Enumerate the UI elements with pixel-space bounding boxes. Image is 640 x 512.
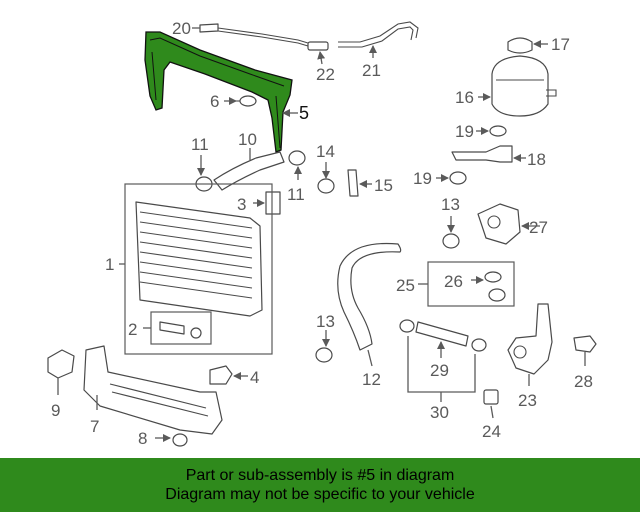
callout-3[interactable]: 3 xyxy=(237,195,246,214)
callout-21[interactable]: 21 xyxy=(362,61,381,80)
callout-19b[interactable]: 19 xyxy=(413,169,432,188)
part-19-clamp-upper xyxy=(489,125,507,137)
callout-13b[interactable]: 13 xyxy=(316,312,335,331)
part-30-bracket-lines xyxy=(407,336,476,402)
callout-11b[interactable]: 11 xyxy=(287,185,305,204)
callout-13a[interactable]: 13 xyxy=(441,195,460,214)
part-13-clamp-upper xyxy=(442,233,460,249)
callout-8[interactable]: 8 xyxy=(138,429,147,448)
callout-17[interactable]: 17 xyxy=(551,35,570,54)
callout-15[interactable]: 15 xyxy=(374,176,393,195)
part-8-clip xyxy=(172,433,188,447)
part-6-clip xyxy=(236,95,257,107)
part-27-housing xyxy=(477,203,521,245)
part-20-hose xyxy=(199,23,319,50)
callout-10[interactable]: 10 xyxy=(238,130,257,149)
highlight-banner: Part or sub-assembly is #5 in diagram Di… xyxy=(0,458,640,512)
callout-22[interactable]: 22 xyxy=(316,65,335,84)
part-28-fitting xyxy=(573,335,597,353)
part-4-nut xyxy=(209,365,233,385)
part-23-outlet xyxy=(507,303,553,375)
part-7-lower-shield xyxy=(83,345,223,435)
callout-28[interactable]: 28 xyxy=(574,372,593,391)
part-26-seals xyxy=(484,271,506,302)
part-24-gasket xyxy=(483,389,499,405)
part-2-sensor xyxy=(150,311,212,345)
callout-6[interactable]: 6 xyxy=(210,92,219,111)
part-9-mount xyxy=(47,349,75,379)
parts-diagram: 5 20 22 21 6 17 16 19 xyxy=(47,19,597,448)
part-1-radiator xyxy=(124,183,273,355)
banner-line-part: Part or sub-assembly is #5 in diagram xyxy=(185,467,455,484)
banner-line-disclaimer: Diagram may not be specific to your vehi… xyxy=(165,486,475,503)
callout-23[interactable]: 23 xyxy=(518,391,537,410)
callout-18[interactable]: 18 xyxy=(527,150,546,169)
part-17-cap xyxy=(507,37,533,54)
callout-4[interactable]: 4 xyxy=(250,368,259,387)
part-10-hose xyxy=(213,151,285,191)
part-18-hose xyxy=(451,145,513,163)
part-14-clamp xyxy=(317,178,335,194)
part-29-pipe xyxy=(399,319,487,352)
part-5-air-baffle[interactable] xyxy=(144,31,293,153)
callout-9[interactable]: 9 xyxy=(51,401,60,420)
part-16-reservoir xyxy=(491,55,557,117)
callout-12[interactable]: 12 xyxy=(362,370,381,389)
callout-5[interactable]: 5 xyxy=(299,103,309,123)
callout-27[interactable]: 27 xyxy=(529,218,548,237)
callout-11a[interactable]: 11 xyxy=(191,135,209,154)
part-13-clamp-lower xyxy=(315,347,333,363)
callout-14[interactable]: 14 xyxy=(316,142,335,161)
part-11-clamp-right xyxy=(288,150,306,166)
part-19-clamp-lower xyxy=(449,171,467,185)
callout-30[interactable]: 30 xyxy=(430,403,449,422)
callout-24[interactable]: 24 xyxy=(482,422,501,441)
callout-19a[interactable]: 19 xyxy=(455,122,474,141)
part-12-hose xyxy=(337,242,402,351)
callout-20[interactable]: 20 xyxy=(172,19,191,38)
part-22-connector xyxy=(307,41,329,51)
callout-7[interactable]: 7 xyxy=(90,417,99,436)
part-21-pipe xyxy=(338,21,419,48)
callout-29[interactable]: 29 xyxy=(430,361,449,380)
callout-2[interactable]: 2 xyxy=(128,320,137,339)
part-15-bracket xyxy=(347,169,359,197)
callout-1[interactable]: 1 xyxy=(105,255,114,274)
part-3-bracket xyxy=(265,191,281,215)
callout-26[interactable]: 26 xyxy=(444,272,463,291)
callout-25[interactable]: 25 xyxy=(396,276,415,295)
callout-16[interactable]: 16 xyxy=(455,88,474,107)
